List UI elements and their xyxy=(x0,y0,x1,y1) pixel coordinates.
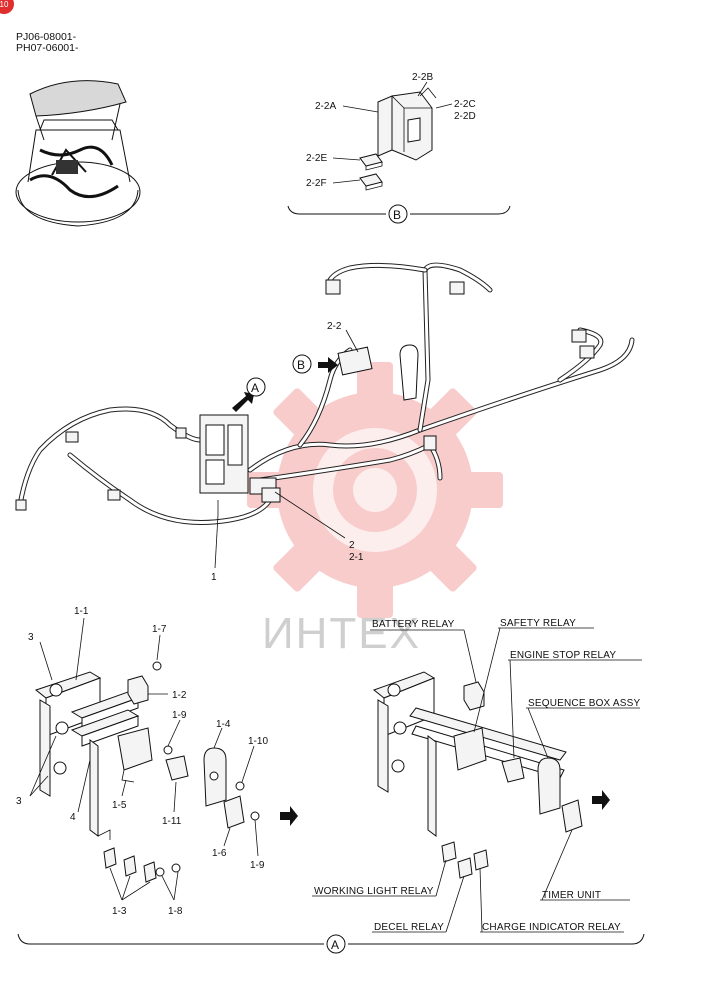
label-1-7: 1-7 xyxy=(152,624,167,635)
connector-2-2e xyxy=(359,153,383,171)
label-4: 4 xyxy=(70,812,76,823)
label-1: 1 xyxy=(211,572,217,583)
serial-range-2: PH07-06001- xyxy=(16,42,79,54)
charge-indicator-relay-label: CHARGE INDICATOR RELAY xyxy=(482,922,621,933)
serial-range-1: PJ06-08001- xyxy=(16,31,77,43)
label-1-4: 1-4 xyxy=(216,719,231,730)
label-1-6: 1-6 xyxy=(212,848,227,859)
marker-b-on-harness: B xyxy=(297,358,305,372)
label-1-11: 1-11 xyxy=(162,816,182,827)
label-2-2c: 2-2C xyxy=(454,99,476,110)
label-3-top: 3 xyxy=(28,632,34,643)
label-2-2a: 2-2A xyxy=(315,101,336,112)
label-1-3: 1-3 xyxy=(112,906,127,917)
label-2-2f: 2-2F xyxy=(306,178,327,189)
machine-location-thumbnail xyxy=(15,80,141,227)
decel-relay-label: DECEL RELAY xyxy=(374,922,444,933)
engine-stop-relay-label: ENGINE STOP RELAY xyxy=(510,650,616,661)
detail-a-exploded-view: 3 1-1 1-7 1-2 1-9 1-4 1-10 3 4 1-5 1-11 … xyxy=(16,606,298,917)
label-2-1: 2-1 xyxy=(349,552,364,563)
marker-a-on-harness: A xyxy=(251,381,259,395)
label-2: 2 xyxy=(349,540,355,551)
detail-marker-a: A xyxy=(331,938,339,952)
label-1-5: 1-5 xyxy=(112,800,127,811)
watermark-text: ИНТЕХ xyxy=(262,609,421,658)
detail-a-bracket: A xyxy=(17,933,645,954)
label-1-8: 1-8 xyxy=(168,906,183,917)
label-1-9-lower: 1-9 xyxy=(250,860,265,871)
page-number-badge: 10 xyxy=(0,0,14,14)
detail-b-relay-group: 2-2A 2-2B 2-2C 2-2D 2-2E 2-2F B xyxy=(287,72,511,224)
arrow-to-detail-a xyxy=(232,392,254,412)
label-1-1: 1-1 xyxy=(74,606,89,617)
label-2-2e: 2-2E xyxy=(306,153,327,164)
arrow-to-detail-b xyxy=(318,357,338,373)
watermark-gear-logo xyxy=(247,362,503,618)
detail-a-assembled-view: BATTERY RELAY SAFETY RELAY ENGINE STOP R… xyxy=(312,618,642,933)
working-light-relay-label: WORKING LIGHT RELAY xyxy=(314,886,434,897)
label-3-left: 3 xyxy=(16,796,22,807)
label-2-2b: 2-2B xyxy=(412,72,433,83)
label-2-2d: 2-2D xyxy=(454,111,476,122)
connector-2-2f xyxy=(359,173,383,191)
sequence-box-assy-label: SEQUENCE BOX ASSY xyxy=(528,698,640,709)
label-1-10: 1-10 xyxy=(248,736,268,747)
main-wire-harness: A B 2-2 2 2-1 1 xyxy=(15,262,635,583)
label-1-9-upper: 1-9 xyxy=(172,710,187,721)
safety-relay-label: SAFETY RELAY xyxy=(500,618,576,629)
label-2-2-harness: 2-2 xyxy=(327,321,342,332)
battery-relay-label: BATTERY RELAY xyxy=(372,619,455,630)
label-1-2: 1-2 xyxy=(172,690,187,701)
detail-marker-b: B xyxy=(393,208,401,222)
timer-unit-label: TIMER UNIT xyxy=(542,890,601,901)
